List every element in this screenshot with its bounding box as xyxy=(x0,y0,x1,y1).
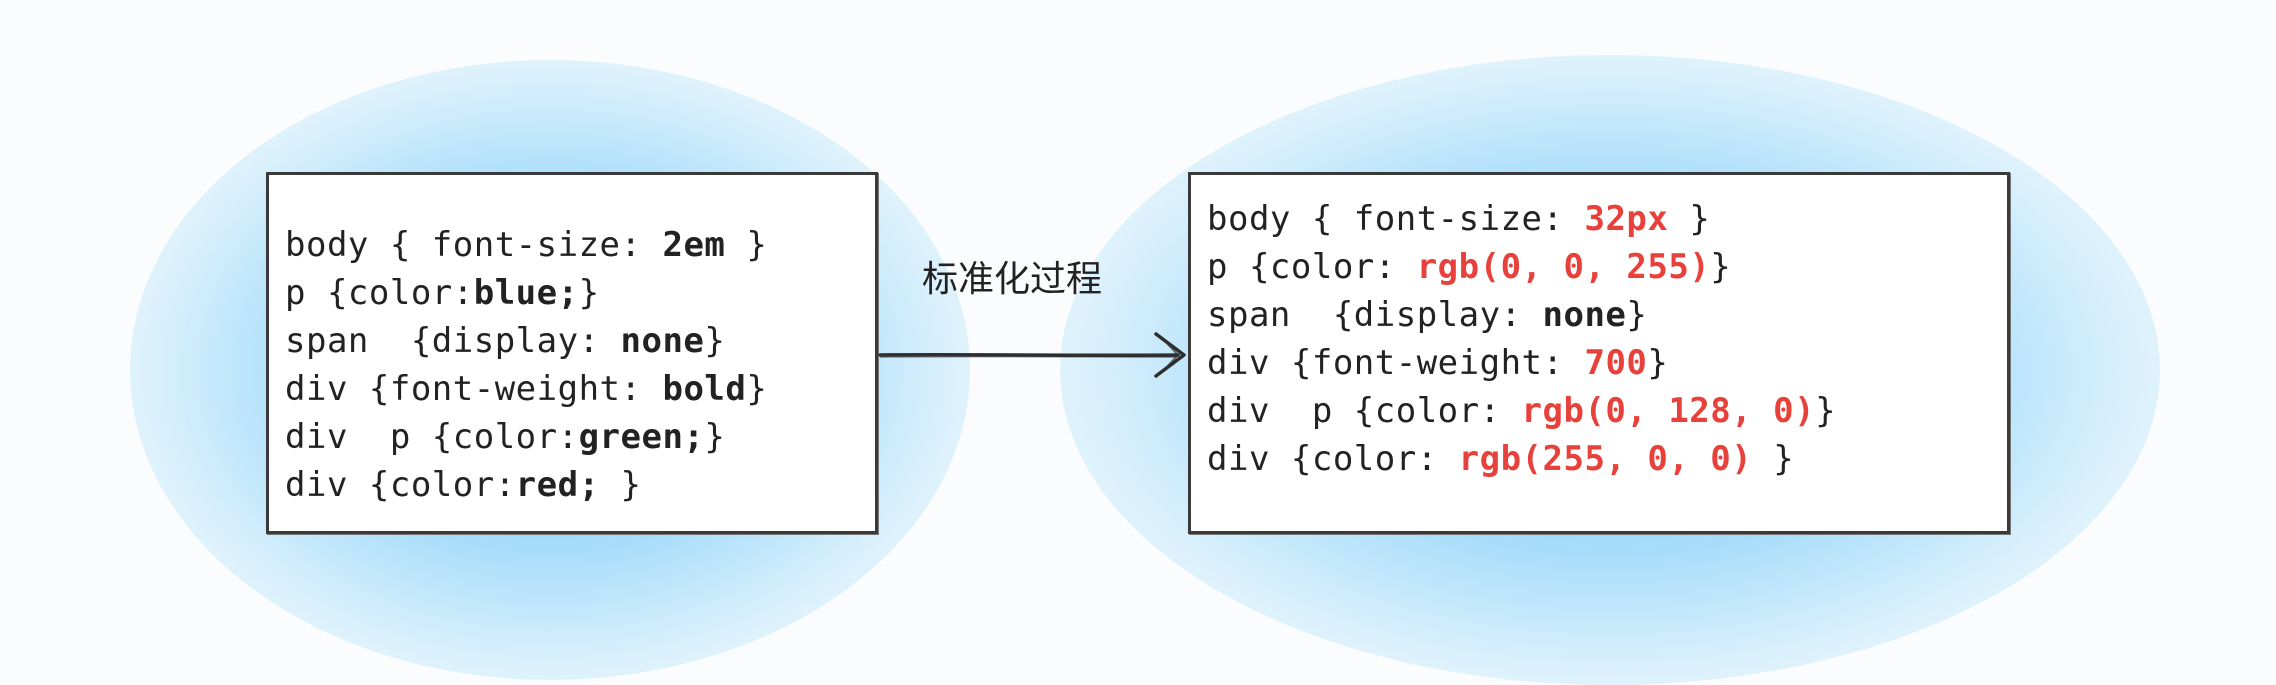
code-value: 32px xyxy=(1584,199,1669,239)
code-text: body { font-size: xyxy=(285,225,663,265)
code-box-before: body { font-size: 2em } p {color:blue;} … xyxy=(266,172,878,534)
code-value: 700 xyxy=(1584,343,1648,383)
code-text: p {color: xyxy=(285,273,474,313)
code-line: div {font-weight: 700} xyxy=(1207,339,2007,387)
code-text: } xyxy=(1668,199,1711,239)
code-line: p {color: rgb(0, 0, 255)} xyxy=(1207,243,2007,291)
code-text: } xyxy=(578,273,600,313)
code-text: div p {color: xyxy=(285,417,579,457)
code-box-after: body { font-size: 32px } p {color: rgb(0… xyxy=(1188,172,2010,534)
code-text: div {color: xyxy=(1207,439,1459,479)
code-value: rgb(0, 128, 0) xyxy=(1521,391,1816,431)
code-line: span {display: none} xyxy=(285,317,875,365)
code-line: p {color:blue;} xyxy=(285,269,875,317)
code-text: div {font-weight: xyxy=(285,369,663,409)
code-text: span {display: xyxy=(285,321,621,361)
code-line: div p {color:green;} xyxy=(285,413,875,461)
code-value: green; xyxy=(578,417,705,457)
code-text: } xyxy=(1752,439,1795,479)
code-text: span {display: xyxy=(1207,295,1543,335)
code-line: div {color: rgb(255, 0, 0) } xyxy=(1207,435,2007,483)
code-text: } xyxy=(1647,343,1669,383)
code-value: none xyxy=(1542,295,1627,335)
code-value: rgb(0, 0, 255) xyxy=(1416,247,1711,287)
code-line: body { font-size: 32px } xyxy=(1207,195,2007,243)
code-value: bold xyxy=(662,369,747,409)
code-value: blue; xyxy=(473,273,579,313)
code-line: body { font-size: 2em } xyxy=(285,221,875,269)
process-label: 标准化过程 xyxy=(922,259,1103,300)
code-line: div {font-weight: bold} xyxy=(285,365,875,413)
code-text: div p {color: xyxy=(1207,391,1522,431)
code-text: body { font-size: xyxy=(1207,199,1585,239)
code-value: 2em xyxy=(662,225,726,265)
code-text: p {color: xyxy=(1207,247,1417,287)
code-text: } xyxy=(725,225,768,265)
code-text: } xyxy=(746,369,768,409)
code-text: } xyxy=(1815,391,1837,431)
code-text: div {font-weight: xyxy=(1207,343,1585,383)
code-text: div {color: xyxy=(285,465,516,505)
code-value: red; xyxy=(515,465,600,505)
code-value: none xyxy=(620,321,705,361)
code-line: span {display: none} xyxy=(1207,291,2007,339)
code-line: div p {color: rgb(0, 128, 0)} xyxy=(1207,387,2007,435)
code-text: } xyxy=(704,417,726,457)
code-text: } xyxy=(704,321,726,361)
code-text: } xyxy=(599,465,642,505)
code-text: } xyxy=(1626,295,1648,335)
arrow-icon xyxy=(878,332,1186,378)
code-line: div {color:red; } xyxy=(285,461,875,509)
code-value: rgb(255, 0, 0) xyxy=(1458,439,1753,479)
code-text: } xyxy=(1710,247,1732,287)
